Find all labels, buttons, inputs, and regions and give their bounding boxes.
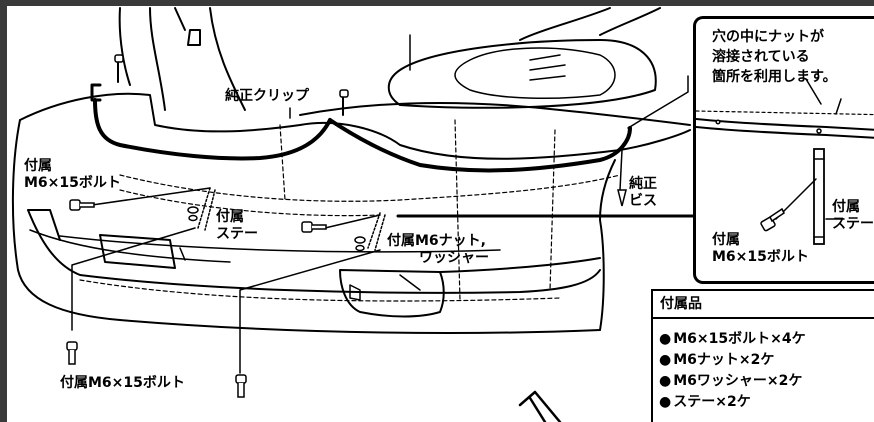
parts-list-item: M6×15ボルト×4ケ <box>659 329 874 350</box>
bolt-bottom-label: 付属M6×15ボルト <box>60 375 185 391</box>
engine-line <box>149 7 166 111</box>
inset-stay-line1: 付属 <box>832 199 860 215</box>
genuine-screw-line2: ビス <box>629 193 657 209</box>
detail-inset: 穴の中にナットが 溶接されている 箇所を利用します。 付属 ステー 付属 M6×… <box>693 16 874 284</box>
inset-stay-label: 付属 ステー <box>832 199 874 233</box>
engine-line <box>118 7 131 86</box>
inset-bolt-line1: 付属 <box>712 232 740 248</box>
inset-note-line2: 溶接されている <box>712 49 810 65</box>
inset-bolt-label: 付属 M6×15ボルト <box>712 232 809 266</box>
bolt-top-label-line2: M6×15ボルト <box>24 175 121 191</box>
nut-label-line1: 付属M6ナット, <box>387 233 486 249</box>
bolt-top-label: 付属 M6×15ボルト <box>24 158 121 192</box>
inset-stay-line2: ステー <box>832 216 874 232</box>
genuine-screw-line1: 純正 <box>629 176 657 192</box>
stay-label-line2: ステー <box>216 226 258 242</box>
frame-top <box>0 0 874 6</box>
inset-note-line3: 箇所を利用します。 <box>712 69 837 85</box>
inset-note-line1: 穴の中にナットが <box>712 29 824 45</box>
bumper-outline <box>11 119 601 334</box>
stay-label: 付属 ステー <box>216 209 258 243</box>
frame-left <box>0 0 7 422</box>
inset-bolt-line2: M6×15ボルト <box>712 249 809 265</box>
nut-washer-label: 付属M6ナット, ワッシャー <box>387 233 489 267</box>
inset-bolt-icon <box>715 119 822 232</box>
parts-list-item: M6ナット×2ケ <box>659 350 874 371</box>
parts-list: M6×15ボルト×4ケ M6ナット×2ケ M6ワッシャー×2ケ ステー×2ケ <box>653 319 874 413</box>
bolt-icon <box>66 54 627 398</box>
headlight <box>387 39 657 109</box>
parts-list-item: M6ワッシャー×2ケ <box>659 371 874 392</box>
parts-list-title: 付属品 <box>653 291 874 319</box>
parts-list-item: ステー×2ケ <box>659 392 874 413</box>
inset-note: 穴の中にナットが 溶接されている 箇所を利用します。 <box>712 27 837 87</box>
bolt-top-label-line1: 付属 <box>24 158 52 174</box>
nut-label-line2: ワッシャー <box>419 250 489 266</box>
fog-lamp <box>339 269 445 318</box>
direction-arrow <box>518 390 562 422</box>
inset-illustration <box>696 78 874 245</box>
parts-list-box: 付属品 M6×15ボルト×4ケ M6ナット×2ケ M6ワッシャー×2ケ ステー×… <box>651 289 874 422</box>
genuine-clip-label: 純正クリップ <box>225 88 309 104</box>
stay-label-line1: 付属 <box>216 209 244 225</box>
genuine-screw-label: 純正 ビス <box>629 176 657 210</box>
leader-line <box>91 187 211 206</box>
reinforcement-bar <box>93 98 332 161</box>
